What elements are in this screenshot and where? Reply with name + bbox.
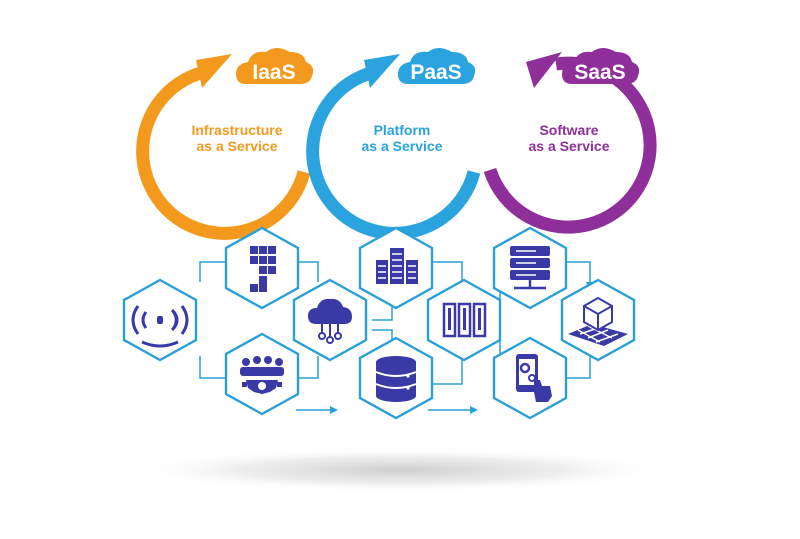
- connector-line: [199, 261, 228, 282]
- connector-line: [296, 356, 319, 379]
- hex-tile-mobile: [492, 336, 568, 420]
- paas-ring-arrowhead: [364, 54, 400, 88]
- connector-line: [199, 356, 226, 379]
- cloud-network-icon: [308, 298, 352, 344]
- connector-line: [566, 261, 591, 282]
- saas-description: Software as a Service: [528, 122, 610, 154]
- hex-tile-cubes: [224, 226, 300, 310]
- saas-ring-arrowhead: [526, 52, 562, 88]
- network-server-icon: [510, 246, 550, 290]
- iaas-ring-arc: [136, 65, 311, 240]
- connector-line: [566, 356, 591, 379]
- hex-tile-database: [358, 336, 434, 420]
- cloud-icon: [236, 48, 314, 84]
- hex-tile-cube: [560, 278, 636, 362]
- floor-shadow: [130, 448, 670, 492]
- saas-badge-label: SaaS: [574, 61, 625, 84]
- paas-badge-label: PaaS: [410, 61, 461, 84]
- iaas-cloud-badge: IaaS: [236, 48, 314, 84]
- iaas-cycle: IaaS: [136, 48, 314, 240]
- hex-tile-wifi: [122, 278, 198, 362]
- hex-tile-cloud: [292, 278, 368, 362]
- cubes-stack-icon: [250, 246, 276, 292]
- hex-tile-towers: [426, 278, 502, 362]
- cloud-icon: [398, 48, 476, 84]
- paas-ring-arc: [306, 65, 481, 240]
- wifi-signal-icon: [131, 305, 189, 348]
- hex-tile-team: [224, 332, 300, 416]
- iaas-ring-arrowhead: [196, 54, 232, 88]
- isometric-cube-icon: [568, 296, 628, 346]
- saas-cycle: SaaS: [483, 48, 657, 234]
- connector-arrowhead: [470, 406, 478, 414]
- cloud-icon: [562, 48, 640, 84]
- database-icon: [375, 356, 417, 402]
- connector-line: [430, 261, 463, 282]
- paas-cycle: PaaS: [306, 48, 481, 240]
- connector-line: [296, 261, 319, 282]
- mobile-settings-icon: [516, 354, 552, 402]
- hex-tile-network-server: [492, 226, 568, 310]
- iaas-badge-label: IaaS: [252, 61, 295, 84]
- server-towers-icon: [442, 302, 487, 338]
- connector-line: [430, 356, 463, 385]
- server-rack-icon: [376, 248, 418, 284]
- saas-cloud-badge: SaaS: [562, 48, 640, 84]
- iaas-description: Infrastructure as a Service: [191, 122, 283, 154]
- connector-arrowhead: [330, 406, 338, 414]
- paas-cloud-badge: PaaS: [398, 48, 476, 84]
- hex-tile-server: [358, 226, 434, 310]
- connector-line: [372, 329, 393, 340]
- paas-description: Platform as a Service: [361, 122, 443, 154]
- team-gear-icon: [240, 356, 284, 394]
